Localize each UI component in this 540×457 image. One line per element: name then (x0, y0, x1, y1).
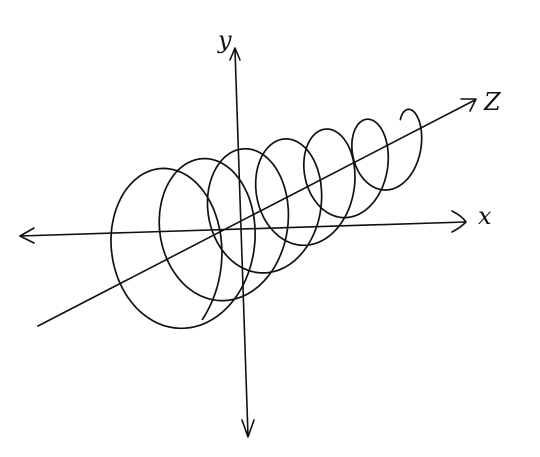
z-axis-label: Z (483, 88, 502, 116)
x-axis-label: x (478, 202, 492, 230)
z-axis (37, 98, 477, 327)
x-axis-right-arrow (451, 210, 467, 233)
x-axis-line (19, 221, 466, 237)
y-axis-down-arrow (241, 419, 255, 438)
x-axis (19, 210, 467, 244)
y-axis (229, 47, 255, 438)
y-axis-label: y (217, 26, 232, 54)
z-axis-line (37, 99, 476, 327)
z-axis-arrow (460, 98, 477, 112)
x-axis-left-arrow (19, 227, 35, 244)
helix-curve (110, 108, 423, 330)
y-axis-line (234, 49, 249, 437)
y-axis-up-arrow (229, 47, 241, 61)
